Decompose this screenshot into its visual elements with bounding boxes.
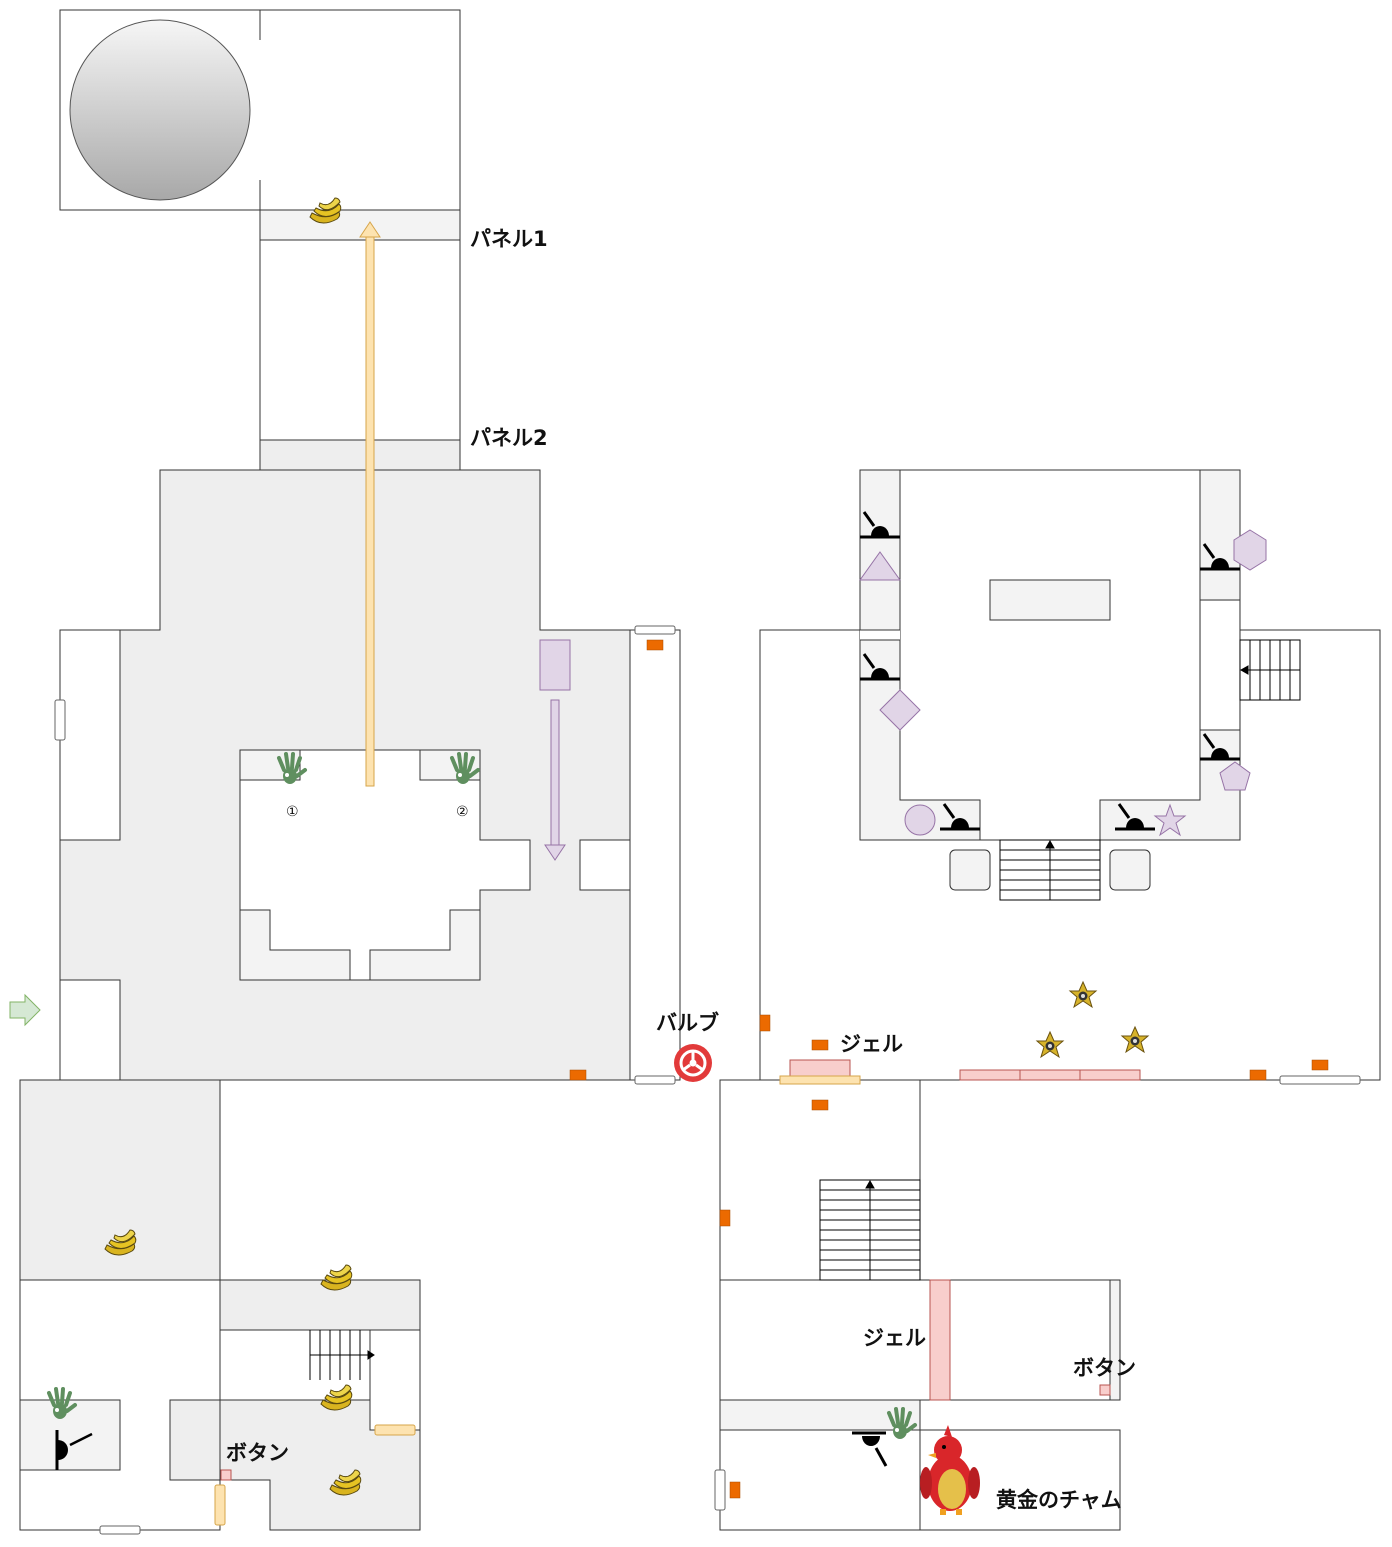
route-down-arrow xyxy=(544,699,566,861)
label-panel-1: パネル1 xyxy=(470,227,548,251)
label-gel-middle: ジェル xyxy=(863,1326,926,1350)
floor-button[interactable] xyxy=(1099,1384,1111,1396)
staircase-icon xyxy=(1239,639,1301,701)
door[interactable] xyxy=(714,1469,726,1511)
gel-block-icon xyxy=(569,1069,587,1081)
door[interactable] xyxy=(99,1525,141,1535)
gel-strip xyxy=(789,1059,851,1077)
gel-strip xyxy=(1019,1069,1081,1081)
hexagon-symbol-icon xyxy=(1233,529,1267,571)
gel-block-icon xyxy=(811,1039,829,1051)
marker-1: ① xyxy=(286,804,299,820)
lever-icon[interactable] xyxy=(852,1431,888,1467)
label-valve: バルブ xyxy=(656,1011,719,1035)
label-button-right: ボタン xyxy=(1073,1356,1136,1380)
yellow-gate[interactable] xyxy=(779,1075,861,1085)
triangle-symbol-icon xyxy=(859,551,901,581)
label-panel-2: パネル2 xyxy=(470,426,548,450)
purple-switch-block xyxy=(539,639,571,691)
stone-sphere xyxy=(69,19,251,201)
banana-icon[interactable] xyxy=(320,1264,353,1291)
gel-strip xyxy=(929,1279,951,1401)
entrance-arrow-icon xyxy=(9,993,41,1027)
gel-block-icon xyxy=(729,1481,741,1499)
door[interactable] xyxy=(634,625,676,635)
staircase-icon xyxy=(999,839,1101,901)
route-up-arrow xyxy=(359,221,381,787)
valve-icon[interactable] xyxy=(674,1044,712,1082)
diamond-symbol-icon xyxy=(879,689,921,731)
door[interactable] xyxy=(54,699,66,741)
gel-strip xyxy=(1079,1069,1141,1081)
floor-button[interactable] xyxy=(220,1469,232,1481)
label-button-left: ボタン xyxy=(226,1441,289,1465)
gel-strip xyxy=(959,1069,1021,1081)
lever-icon[interactable] xyxy=(55,1430,93,1470)
door[interactable] xyxy=(1279,1075,1361,1085)
yellow-gate[interactable] xyxy=(374,1424,416,1436)
gel-block-icon xyxy=(1311,1059,1329,1071)
pentagon-symbol-icon xyxy=(1219,761,1251,791)
golden-chum-icon[interactable] xyxy=(920,1425,980,1515)
label-golden-chum: 黄金のチャム xyxy=(996,1488,1122,1512)
star-symbol-icon xyxy=(1153,803,1187,837)
gel-block-icon xyxy=(719,1209,731,1227)
gel-block-icon xyxy=(759,1014,771,1032)
label-gel-top: ジェル xyxy=(840,1032,903,1056)
door[interactable] xyxy=(634,1075,676,1085)
gel-block-icon xyxy=(1249,1069,1267,1081)
marker-2: ② xyxy=(456,804,469,820)
circle-symbol-icon xyxy=(904,804,936,836)
staircase-icon xyxy=(819,1179,921,1281)
staircase-icon xyxy=(309,1330,375,1380)
gel-block-icon xyxy=(646,639,664,651)
yellow-gate[interactable] xyxy=(214,1484,226,1526)
gel-block-icon xyxy=(811,1099,829,1111)
